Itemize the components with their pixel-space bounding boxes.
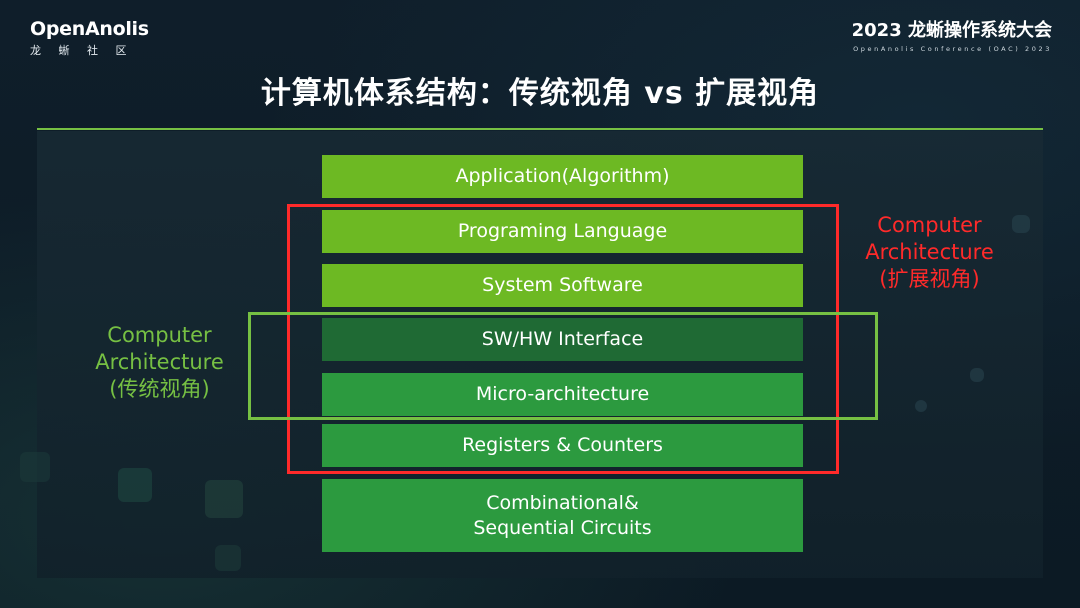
traditional-view-box: [248, 312, 878, 420]
decorative-cube: [118, 468, 152, 502]
layer-label: Programing Language: [457, 220, 668, 242]
traditional-view-label: Computer Architecture (传统视角): [82, 322, 237, 403]
traditional-label-line1: Computer: [107, 323, 212, 347]
layer-micro-architecture: Micro-architecture: [322, 373, 803, 416]
layer-label-line1: Combinational&: [486, 491, 639, 514]
layer-label: Registers & Counters: [462, 434, 663, 456]
decorative-cube: [205, 480, 243, 518]
decorative-cube: [970, 368, 984, 382]
decorative-cube: [20, 452, 50, 482]
layer-label: Micro-architecture: [475, 383, 650, 405]
layer-label: SW/HW Interface: [481, 328, 644, 350]
conference-badge: 2023 龙蜥操作系统大会 OpenAnolis Conference (OAC…: [852, 20, 1052, 53]
layer-programming-language: Programing Language: [322, 210, 803, 253]
layer-system-software: System Software: [322, 264, 803, 307]
traditional-label-line2: Architecture: [95, 350, 224, 374]
decorative-cube: [1012, 215, 1030, 233]
layer-application: Application(Algorithm): [322, 155, 803, 198]
layer-registers-counters: Registers & Counters: [322, 424, 803, 467]
layer-label-line2: Sequential Circuits: [473, 516, 652, 539]
layer-label: System Software: [482, 274, 643, 296]
extended-label-line2: Architecture: [865, 240, 994, 264]
decorative-cube: [915, 400, 927, 412]
openanolis-logo: OpenAnolis 龙 蜥 社 区: [30, 18, 149, 58]
extended-view-label: Computer Architecture (扩展视角): [852, 212, 1007, 293]
logo-subtitle: 龙 蜥 社 区: [30, 44, 134, 57]
traditional-label-line3: (传统视角): [109, 377, 210, 401]
layer-label: Application(Algorithm): [455, 165, 670, 187]
title-divider: [37, 128, 1043, 130]
slide-title: 计算机体系结构：传统视角 vs 扩展视角: [260, 76, 820, 111]
conference-title: 2023 龙蜥操作系统大会: [851, 20, 1052, 41]
conference-subtitle: OpenAnolis Conference (OAC) 2023: [853, 45, 1052, 53]
extended-label-line3: (扩展视角): [879, 267, 980, 291]
logo-wordmark: OpenAnolis: [30, 18, 149, 40]
extended-view-box: [287, 204, 839, 474]
layer-sw-hw-interface: SW/HW Interface: [322, 318, 803, 361]
decorative-cube: [215, 545, 241, 571]
layer-circuits: Combinational& Sequential Circuits: [322, 479, 803, 552]
extended-label-line1: Computer: [877, 213, 982, 237]
